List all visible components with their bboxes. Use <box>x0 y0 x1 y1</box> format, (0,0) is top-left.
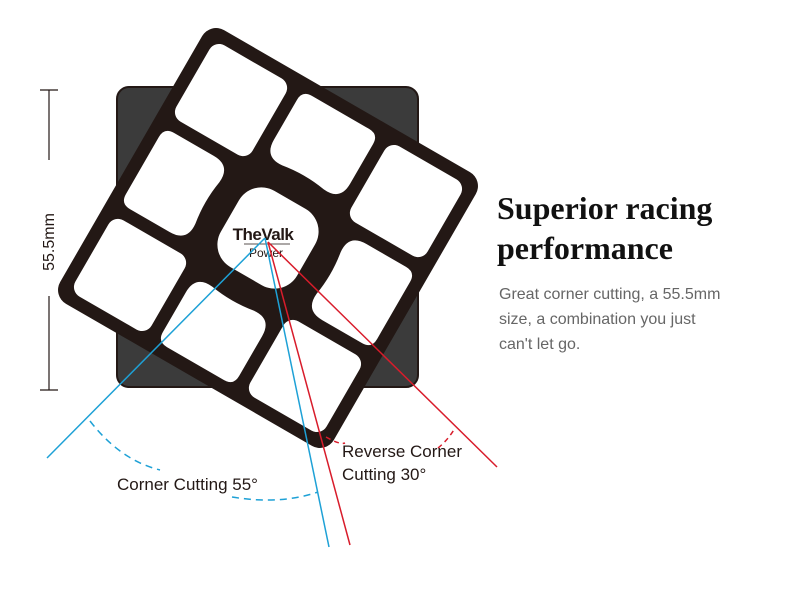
dimension-marker: 55.5mm <box>40 89 58 391</box>
sticker-bottom-left <box>73 218 187 332</box>
cube-front-layer: TheValk Power <box>58 28 478 448</box>
sticker-middle-left <box>123 130 225 236</box>
feature-heading-line2: performance <box>497 230 673 266</box>
feature-heading: Superior racing performance <box>497 188 787 268</box>
dimension-label: 55.5mm <box>41 213 58 271</box>
sticker-top-right <box>349 144 463 258</box>
sticker-bottom-center <box>160 281 266 383</box>
logo-model: Power <box>249 246 283 260</box>
reverse-cutting-line-left <box>267 241 351 546</box>
sticker-middle-right <box>311 240 413 346</box>
reverse-cutting-arc <box>325 436 346 445</box>
corner-cutting-arc <box>89 420 161 471</box>
corner-cutting-label: Corner Cutting 55° <box>117 475 258 494</box>
corner-cutting-line-left <box>46 237 266 459</box>
logo-brand: TheValk <box>233 225 295 244</box>
center-logo: TheValk Power <box>233 225 295 260</box>
feature-description-line1: Great corner cutting, a 55.5mm <box>499 286 721 303</box>
reverse-cutting-label-line1: Reverse Corner <box>342 442 462 461</box>
corner-cutting-line-right <box>264 237 330 548</box>
feature-description: Great corner cutting, a 55.5mm size, a c… <box>499 282 769 357</box>
feature-description-line2: size, a combination you just <box>499 311 696 328</box>
corner-cutting-lines <box>46 237 330 548</box>
reverse-cutting-line-right <box>267 241 498 468</box>
sticker-top-left <box>174 43 288 157</box>
reverse-cutting-arc-right <box>437 427 456 449</box>
reverse-cutting-label-line2: Cutting 30° <box>342 465 426 484</box>
feature-heading-line1: Superior racing <box>497 190 713 226</box>
corner-cutting-arc-bottom <box>231 491 319 501</box>
feature-description-line3: can't let go. <box>499 336 581 353</box>
reverse-cutting-lines <box>267 241 498 546</box>
sticker-center <box>217 187 319 289</box>
sticker-top-center <box>270 93 376 195</box>
